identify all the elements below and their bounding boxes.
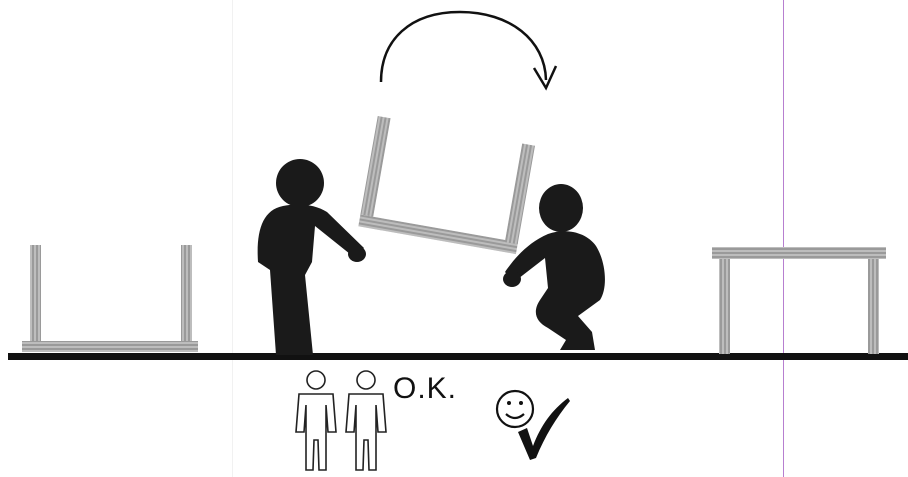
standing-person-figure xyxy=(258,159,366,355)
rotation-arrow-icon xyxy=(381,12,556,88)
ground-line xyxy=(8,353,908,360)
checkmark-icon xyxy=(518,398,570,460)
smiley-icon xyxy=(497,391,533,427)
person-outline-icon xyxy=(296,371,336,470)
rotating-table xyxy=(358,116,535,254)
upside-down-table-left xyxy=(22,245,198,352)
upright-table-right xyxy=(712,247,886,354)
person-outline-icon xyxy=(346,371,386,470)
ok-status-label: O.K. xyxy=(393,372,457,406)
